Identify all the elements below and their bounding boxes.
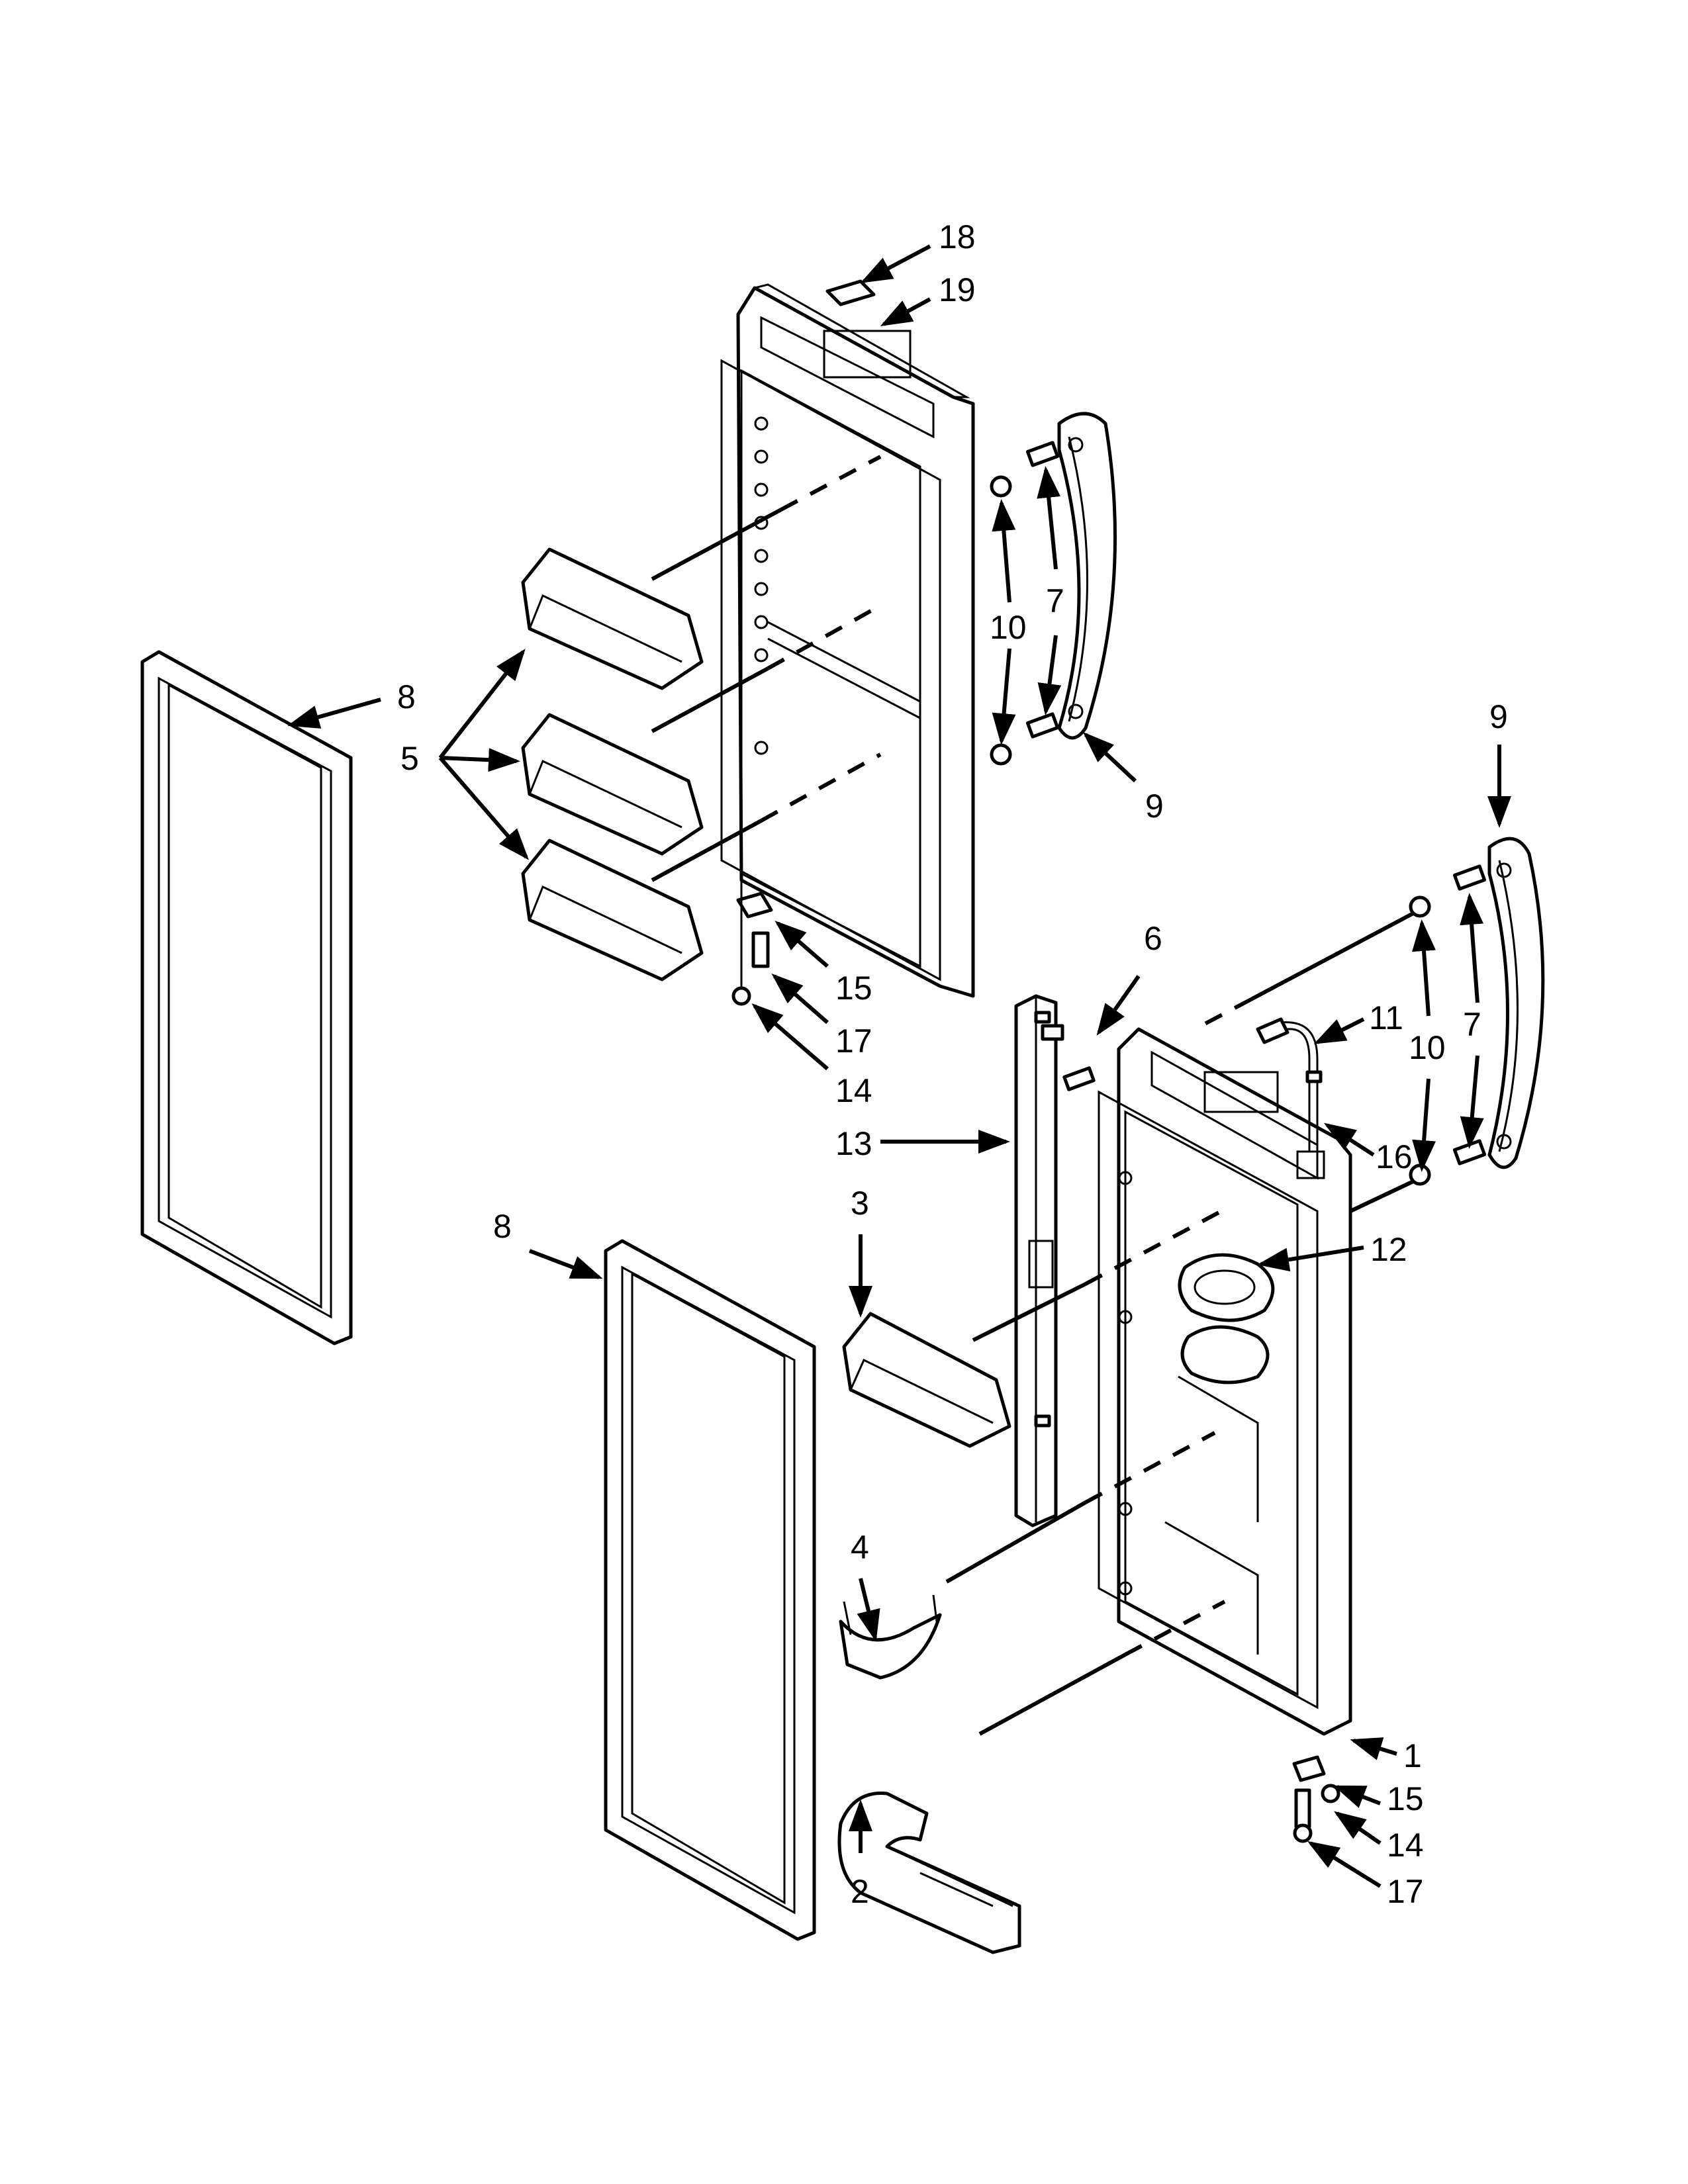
- callout-5: 5: [400, 740, 419, 777]
- callout-9-upper: 9: [1145, 788, 1164, 825]
- upper-handle-screws: [990, 441, 1060, 766]
- callout-16: 16: [1376, 1138, 1413, 1175]
- lower-door-handle: [1487, 837, 1545, 1169]
- door-bin-middle: [521, 713, 704, 856]
- door-cap-part: [825, 279, 876, 306]
- water-tube: [1256, 1017, 1323, 1152]
- door-bin-lower: [521, 839, 704, 981]
- callout-6: 6: [1144, 920, 1162, 957]
- callout-15-upper: 15: [835, 970, 872, 1007]
- callout-17-upper: 17: [835, 1023, 872, 1060]
- door-gasket-left: [140, 650, 353, 1345]
- door-mullion: [1014, 994, 1064, 1527]
- callout-14-upper: 14: [835, 1072, 872, 1109]
- right-door-hinge-hardware: [1292, 1755, 1340, 1843]
- callout-labels: 18 19 8 5 10 7 9 15 17 14 6 13 3 8 4 2 1…: [397, 218, 1508, 1910]
- callout-17-lower: 17: [1387, 1873, 1424, 1910]
- callout-9-lower-top: 9: [1489, 698, 1508, 735]
- callout-10-lower: 10: [1409, 1029, 1446, 1066]
- dispenser-chute: [1178, 1253, 1275, 1385]
- callout-7-upper: 7: [1046, 582, 1064, 619]
- callout-13: 13: [835, 1125, 872, 1162]
- callout-14-lower: 14: [1387, 1827, 1424, 1864]
- left-door-hinge-hardware: [731, 880, 773, 1006]
- callout-18: 18: [939, 218, 976, 255]
- callout-2: 2: [851, 1873, 869, 1910]
- mullion-screw: [1062, 1066, 1096, 1091]
- callout-4: 4: [851, 1529, 869, 1566]
- callout-19: 19: [939, 271, 976, 308]
- callout-8-upper: 8: [397, 678, 416, 715]
- trim-bracket: [839, 1594, 942, 1680]
- callout-8-lower: 8: [493, 1208, 512, 1245]
- callout-3: 3: [851, 1185, 869, 1222]
- upper-door-handle: [1057, 412, 1117, 740]
- callout-12: 12: [1370, 1231, 1407, 1268]
- left-door: [720, 283, 975, 998]
- callout-7-lower: 7: [1463, 1006, 1481, 1043]
- hinge-cover: [837, 1792, 1021, 1954]
- callout-15-lower: 15: [1387, 1780, 1424, 1817]
- callout-10-upper: 10: [990, 609, 1027, 646]
- door-bin-upper: [521, 547, 704, 690]
- callout-11: 11: [1369, 999, 1403, 1036]
- callout-1: 1: [1403, 1737, 1422, 1774]
- leader-lines: [287, 244, 1511, 1888]
- door-gasket-lower: [604, 1239, 816, 1941]
